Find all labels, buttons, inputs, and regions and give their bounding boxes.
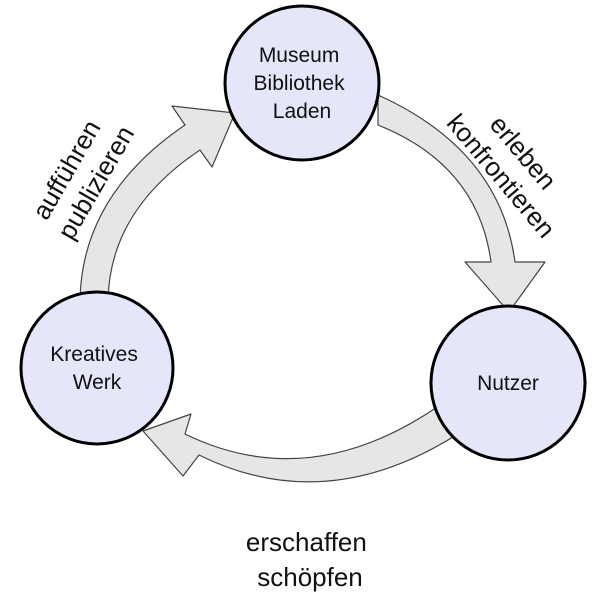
- node-left-line-1: Kreatives: [50, 343, 138, 366]
- edge-right-left-line-2: schöpfen: [257, 562, 363, 592]
- edge-label-right-to-left: erschaffen schöpfen: [246, 527, 374, 592]
- node-right-line-1: Nutzer: [477, 372, 539, 395]
- node-right-label: Nutzer: [477, 372, 539, 395]
- node-left-label: Kreatives Werk: [50, 343, 143, 394]
- node-top-label: Museum Bibliothek Laden: [254, 44, 351, 123]
- node-top-line-3: Laden: [273, 100, 331, 123]
- node-museum-bibliothek-laden: [223, 4, 381, 162]
- arrow-right-to-left: [142, 404, 468, 483]
- node-top-line-1: Museum: [259, 44, 340, 67]
- node-top-line-2: Bibliothek: [254, 72, 346, 95]
- node-nutzer: [429, 304, 587, 462]
- edge-right-left-line-1: erschaffen: [246, 527, 367, 557]
- node-left-line-2: Werk: [73, 371, 122, 394]
- node-kreatives-werk: [19, 290, 175, 446]
